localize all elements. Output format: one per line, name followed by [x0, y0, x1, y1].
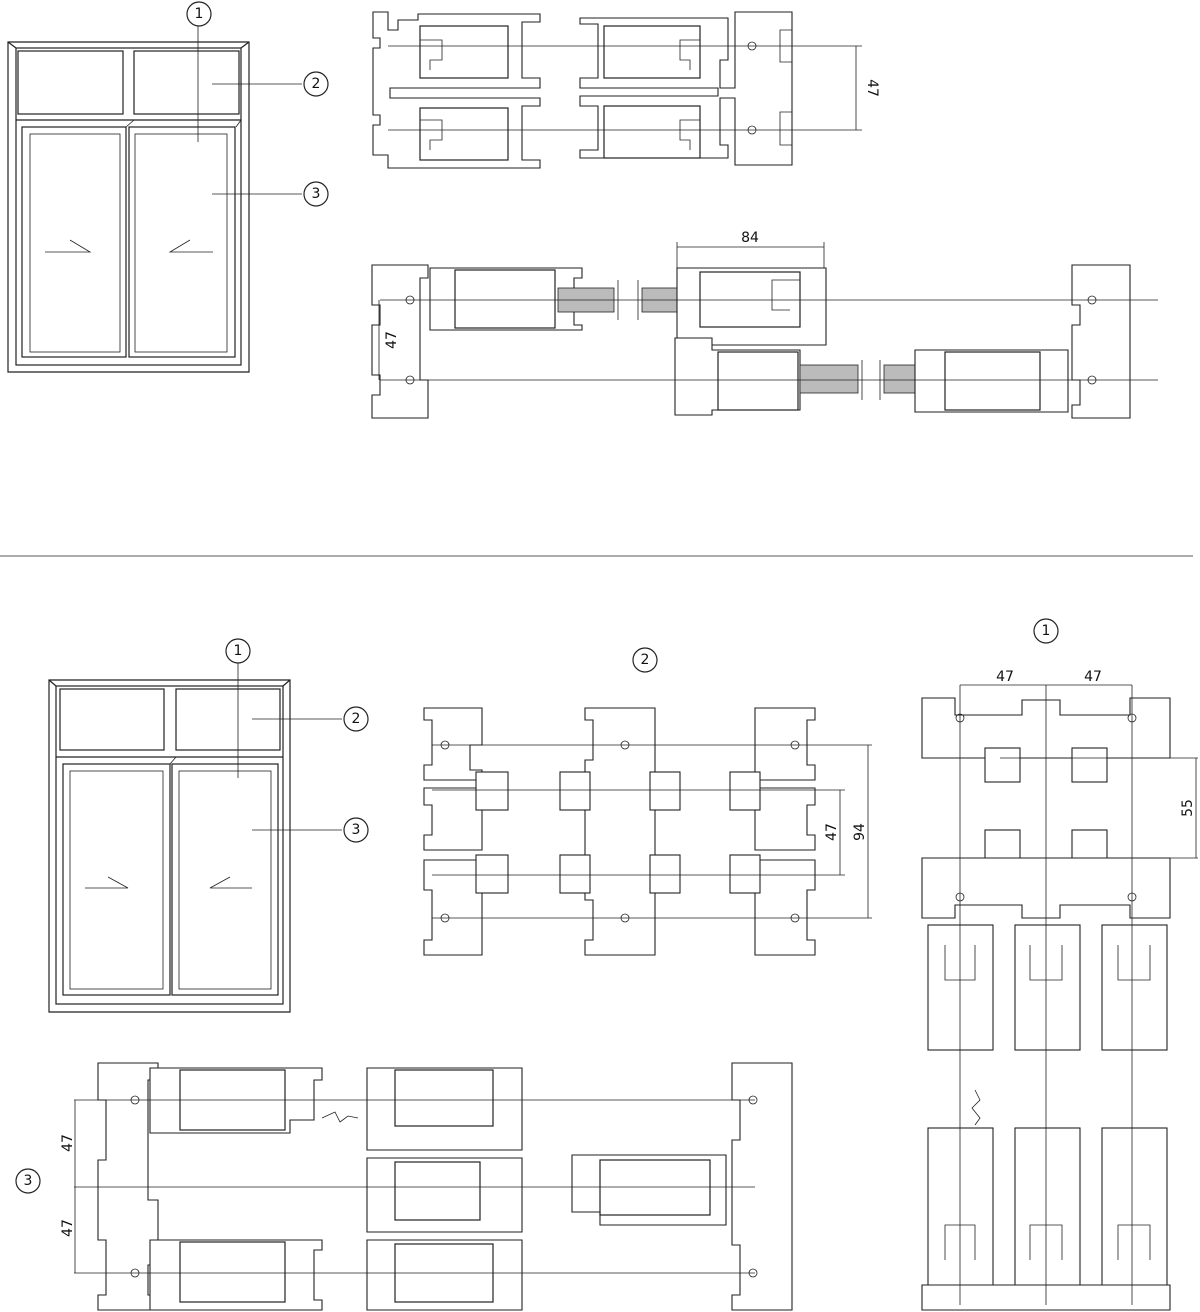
- dim-47-right-a: 47: [960, 669, 1046, 686]
- callout-2-top: 2: [303, 71, 329, 97]
- dim-47-middle: 47: [824, 790, 841, 875]
- dim-47-bottom-a: 47: [60, 1100, 76, 1187]
- section-3-profiles: [74, 1062, 793, 1311]
- callout-3-bottom: 3: [343, 817, 369, 843]
- callout-2-section: 2: [632, 647, 658, 673]
- dim-47-right-a-label: 47: [996, 669, 1014, 685]
- top-sliding-section: [371, 264, 1158, 419]
- dim-47-top-left-label: 47: [384, 331, 400, 349]
- dim-47-right-b-label: 47: [1084, 669, 1102, 685]
- callout-1-top: 1: [186, 1, 212, 27]
- section-2-profiles: [423, 707, 872, 956]
- callout-2-bottom: 2: [343, 706, 369, 732]
- callout-3-section-label: 3: [24, 1173, 33, 1189]
- dim-94-middle-label: 94: [852, 823, 868, 841]
- dim-94-middle: 94: [852, 745, 869, 918]
- dim-47-bottom-b-label: 47: [60, 1219, 76, 1237]
- dim-55-right: 55: [1180, 758, 1197, 858]
- callout-2-bottom-label: 2: [352, 711, 361, 727]
- callout-3-top-label: 3: [312, 186, 321, 202]
- top-callout-leaders: [197, 24, 302, 195]
- dim-47-top-right: 47: [855, 46, 880, 130]
- dim-47-bottom-b: 47: [60, 1187, 76, 1273]
- dim-47-middle-label: 47: [824, 823, 840, 841]
- bottom-window-elevation: [48, 679, 291, 1013]
- dim-47-top-left: 47: [378, 300, 400, 380]
- dim-47-right-b: 47: [1046, 669, 1132, 686]
- callout-3-bottom-label: 3: [352, 822, 361, 838]
- callout-1-top-label: 1: [195, 6, 204, 22]
- dim-84-top-label: 84: [741, 230, 759, 246]
- dim-47-top-right-label: 47: [864, 79, 880, 97]
- callout-1-section: 1: [1033, 618, 1059, 644]
- bottom-callout-leaders: [237, 662, 342, 831]
- dim-84-top: 84: [676, 230, 825, 268]
- dim-55-right-label: 55: [1180, 799, 1196, 817]
- callout-2-top-label: 2: [312, 76, 321, 92]
- callout-1-section-label: 1: [1042, 623, 1051, 639]
- callout-1-bottom-label: 1: [234, 643, 243, 659]
- top-window-elevation: [7, 41, 250, 373]
- callout-3-top: 3: [303, 181, 329, 207]
- callout-1-bottom: 1: [225, 638, 251, 664]
- callout-2-section-label: 2: [641, 652, 650, 668]
- top-mullion-section: [372, 11, 862, 169]
- section-1-profiles: [921, 685, 1198, 1311]
- callout-3-section: 3: [15, 1168, 41, 1194]
- dim-47-bottom-a-label: 47: [60, 1134, 76, 1152]
